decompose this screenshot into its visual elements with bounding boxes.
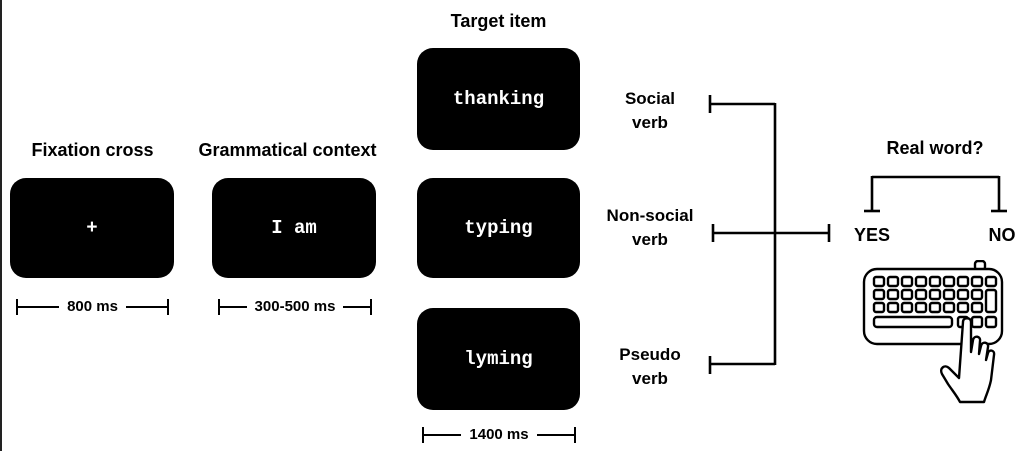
category-social: Social verb bbox=[600, 87, 700, 135]
category-social-line1: Social bbox=[624, 89, 676, 108]
category-nonsocial-line1: Non-social bbox=[606, 206, 694, 225]
context-title: Grammatical context bbox=[198, 140, 377, 160]
target-screen-social: thanking bbox=[417, 48, 580, 150]
target-title: Target item bbox=[450, 11, 547, 31]
target-word-social: thanking bbox=[452, 88, 545, 110]
category-nonsocial-line2: verb bbox=[632, 230, 668, 249]
response-no: NO bbox=[988, 225, 1016, 245]
category-pseudo-line2: verb bbox=[632, 369, 668, 388]
left-edge-line bbox=[0, 0, 2, 451]
target-screen-pseudo: lyming bbox=[417, 308, 580, 410]
target-duration: 1400 ms bbox=[422, 424, 576, 446]
category-pseudo-line1: Pseudo bbox=[619, 345, 681, 364]
target-screen-nonsocial: typing bbox=[417, 178, 580, 278]
keyboard-hand-icon bbox=[862, 260, 1004, 404]
response-yes: YES bbox=[853, 225, 891, 245]
category-social-line2: verb bbox=[632, 113, 668, 132]
category-nonsocial: Non-social verb bbox=[598, 204, 702, 252]
context-screen: I am bbox=[212, 178, 376, 278]
context-text: I am bbox=[271, 217, 317, 239]
category-pseudo: Pseudo verb bbox=[600, 343, 700, 391]
fixation-duration: 800 ms bbox=[16, 296, 169, 318]
target-word-nonsocial: typing bbox=[464, 217, 533, 239]
fixation-duration-text: 800 ms bbox=[59, 298, 126, 315]
fixation-screen: + bbox=[10, 178, 174, 278]
fixation-cross-text: + bbox=[86, 217, 98, 239]
context-duration-text: 300-500 ms bbox=[246, 298, 344, 315]
target-duration-text: 1400 ms bbox=[461, 426, 537, 443]
response-title: Real word? bbox=[886, 138, 984, 158]
target-word-pseudo: lyming bbox=[464, 348, 533, 370]
context-duration: 300-500 ms bbox=[218, 296, 372, 318]
fixation-title: Fixation cross bbox=[31, 140, 154, 160]
